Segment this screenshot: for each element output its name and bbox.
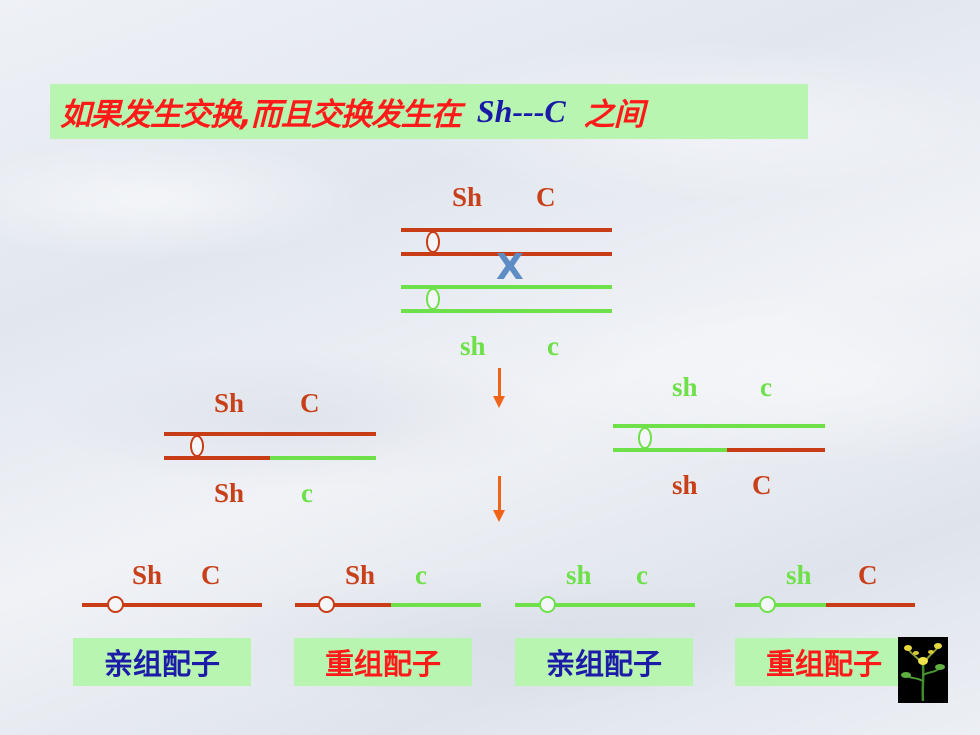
gamete-3-centromere	[539, 596, 556, 613]
gamete-1-label-Sh: Sh	[132, 560, 163, 590]
right-chromatid-bottom-red	[727, 448, 825, 452]
left-label-Sh-bottom: Sh	[214, 478, 245, 508]
right-chromatid-top	[613, 424, 825, 428]
parent-chromatid-3	[401, 285, 612, 289]
right-label-c: c	[760, 372, 772, 402]
right-chromatid-bottom-green	[613, 448, 727, 452]
arrow-down-1	[493, 368, 505, 408]
title-banner: 如果发生交换,而且交换发生在 Sh---C 之间	[50, 84, 808, 139]
gamete-1-centromere	[107, 596, 124, 613]
gamete-2-chromatid-red	[295, 603, 391, 607]
parent-label-sh: sh	[460, 331, 486, 361]
parent-centromere-bottom	[426, 288, 440, 310]
gamete-type-3: 亲组配子	[515, 638, 693, 686]
title-loci: Sh---C	[476, 93, 566, 129]
title-suffix: 之间	[583, 97, 645, 133]
parent-chromatid-4	[401, 309, 612, 313]
parent-label-c: c	[547, 331, 559, 361]
title-prefix: 如果发生交换,而且交换发生在	[60, 97, 462, 133]
gamete-1-label-C: C	[201, 560, 221, 590]
parent-label-Sh: Sh	[452, 182, 483, 212]
right-centromere	[638, 427, 652, 449]
gamete-4-label-C: C	[858, 560, 878, 590]
left-chromatid-bottom-red	[164, 456, 270, 460]
parent-centromere-top	[426, 231, 440, 253]
gamete-type-4: 重组配子	[735, 638, 913, 686]
right-label-sh-top: sh	[672, 372, 698, 402]
gamete-4-chromatid-red	[826, 603, 915, 607]
left-chromatid-bottom-green	[270, 456, 376, 460]
gamete-2-label-c: c	[415, 560, 427, 590]
gamete-2-chromatid-green	[391, 603, 481, 607]
arrow-down-2	[493, 476, 505, 522]
gamete-3-chromatid	[515, 603, 695, 607]
gamete-type-2: 重组配子	[294, 638, 472, 686]
left-centromere	[190, 435, 204, 457]
gamete-4-chromatid-green	[735, 603, 826, 607]
gamete-3-label-sh: sh	[566, 560, 592, 590]
left-label-Sh-top: Sh	[214, 388, 245, 418]
left-label-C: C	[300, 388, 320, 418]
gamete-2-centromere	[318, 596, 335, 613]
gamete-4-label-sh: sh	[786, 560, 812, 590]
gamete-3-label-c: c	[636, 560, 648, 590]
left-label-c: c	[301, 478, 313, 508]
right-label-sh-bottom: sh	[672, 470, 698, 500]
gamete-2-label-Sh: Sh	[345, 560, 376, 590]
right-label-C: C	[752, 470, 772, 500]
parent-chromatid-2	[401, 252, 612, 256]
gamete-4-centromere	[759, 596, 776, 613]
left-chromatid-top	[164, 432, 376, 436]
gamete-1-chromatid	[82, 603, 262, 607]
crossover-mark: X	[496, 247, 524, 288]
parent-label-C: C	[536, 182, 556, 212]
flower-icon	[898, 637, 948, 703]
gamete-type-1: 亲组配子	[73, 638, 251, 686]
parent-chromatid-1	[401, 228, 612, 232]
